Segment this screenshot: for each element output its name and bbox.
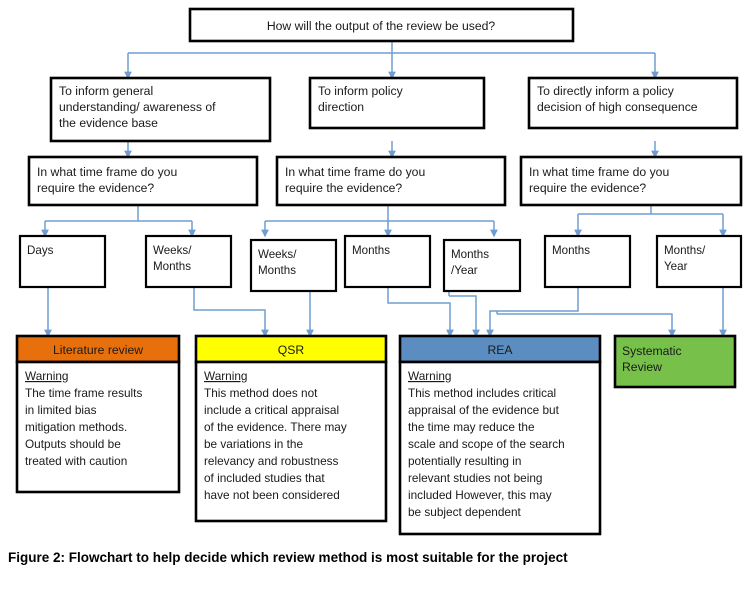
connector-purpose-to-timeframe	[124, 141, 659, 159]
connector-timeframe2-split	[261, 205, 498, 238]
connector-months2-to-rea	[387, 287, 454, 338]
literature-review-line-1: in limited bias	[25, 403, 97, 417]
rea-line-6: included However, this may	[408, 488, 552, 502]
qsr-line-4: relevancy and robustness	[204, 454, 339, 468]
qsr-header-fill	[194, 334, 388, 364]
systematic-review-title-line1: Systematic	[622, 344, 682, 358]
rea-warning-label: Warning	[408, 369, 452, 383]
literature-review-line-2: mitigation methods.	[25, 420, 127, 434]
timeframe1-line2: require the evidence?	[37, 181, 154, 195]
qsr-title: QSR	[278, 343, 305, 357]
literature-review-header-fill	[15, 334, 181, 364]
purpose1-line2: understanding/ awareness of	[59, 100, 216, 114]
node-root-question[interactable]: How will the output of the review be use…	[188, 7, 575, 43]
opt4-line1: Months	[352, 244, 390, 257]
rea-line-3: scale and scope of the search	[408, 437, 565, 451]
purpose2-line2: direction	[318, 100, 364, 114]
timeframe3-line2: require the evidence?	[529, 181, 646, 195]
qsr-warning-label: Warning	[204, 369, 248, 383]
opt7-line2: Year	[664, 260, 688, 273]
rea-title: REA	[487, 343, 513, 357]
purpose1-line1: To inform general	[59, 84, 153, 98]
connector-monthsyear2-to-rea	[448, 287, 480, 338]
opt7-line1: Months/	[664, 244, 706, 257]
connector-months3-to-rea	[486, 287, 579, 338]
qsr-line-2: of the evidence. There may	[204, 420, 347, 434]
opt2-line1: Weeks/	[153, 244, 192, 257]
purpose1-line3: the evidence base	[59, 116, 158, 130]
purpose3-line1: To directly inform a policy	[537, 84, 675, 98]
node-purpose-general-understanding[interactable]: To inform general understanding/ awarene…	[49, 76, 272, 143]
timeframe2-line1: In what time frame do you	[285, 165, 425, 179]
opt3-line1: Weeks/	[258, 248, 297, 261]
node-option-months-2[interactable]: Months	[343, 234, 432, 289]
timeframe2-line2: require the evidence?	[285, 181, 402, 195]
qsr-line-5: of included studies that	[204, 471, 325, 485]
connector-timeframe3-split	[574, 205, 727, 238]
figure-caption: Figure 2: Flowchart to help decide which…	[8, 550, 568, 565]
literature-review-line-0: The time frame results	[25, 386, 142, 400]
rea-header-fill	[398, 334, 602, 364]
node-option-months-year-3[interactable]: Months/ Year	[655, 234, 743, 289]
literature-review-title: Literature review	[53, 343, 143, 357]
connector-monthsyear3-to-systematic	[496, 287, 727, 338]
node-timeframe-question-1[interactable]: In what time frame do you require the ev…	[27, 155, 259, 207]
opt1-line1: Days	[27, 244, 54, 257]
node-timeframe-question-3[interactable]: In what time frame do you require the ev…	[519, 155, 743, 207]
node-option-weeks-months-1[interactable]: Weeks/ Months	[144, 234, 233, 289]
rea-line-0: This method includes critical	[408, 386, 556, 400]
timeframe3-line1: In what time frame do you	[529, 165, 669, 179]
node-purpose-policy-direction[interactable]: To inform policy direction	[308, 76, 486, 130]
qsr-line-3: be variations in the	[204, 437, 303, 451]
node-purpose-high-consequence[interactable]: To directly inform a policy decision of …	[527, 76, 739, 130]
connector-timeframe1-split	[41, 205, 196, 238]
literature-review-warning-label: Warning	[25, 369, 69, 383]
node-option-months-3[interactable]: Months	[543, 234, 632, 289]
rea-line-7: be subject dependent	[408, 505, 522, 519]
node-option-days[interactable]: Days	[18, 234, 107, 289]
opt5-line2: /Year	[451, 264, 478, 277]
node-outcome-systematic-review[interactable]: Systematic Review	[613, 334, 737, 389]
qsr-line-0: This method does not	[204, 386, 318, 400]
connector-weeksmonths1-to-qsr	[193, 287, 269, 338]
node-outcome-literature-review[interactable]: Literature review Warning The time frame…	[15, 334, 181, 494]
opt2-line2: Months	[153, 260, 191, 273]
node-timeframe-question-2[interactable]: In what time frame do you require the ev…	[275, 155, 507, 207]
systematic-review-title-line2: Review	[622, 360, 662, 374]
timeframe1-line1: In what time frame do you	[37, 165, 177, 179]
node-option-weeks-months-2[interactable]: Weeks/ Months	[249, 238, 338, 293]
connector-root-bus	[124, 41, 659, 80]
root-question-label: How will the output of the review be use…	[267, 19, 496, 33]
opt5-line1: Months	[451, 248, 489, 261]
node-option-months-year-2[interactable]: Months /Year	[442, 238, 522, 293]
node-outcome-qsr[interactable]: QSR Warning This method does not include…	[194, 334, 388, 523]
systematic-review-fill	[613, 334, 737, 389]
literature-review-line-4: treated with caution	[25, 454, 127, 468]
rea-line-2: the time may reduce the	[408, 420, 535, 434]
qsr-line-1: include a critical appraisal	[204, 403, 339, 417]
rea-line-4: potentially resulting in	[408, 454, 521, 468]
literature-review-line-3: Outputs should be	[25, 437, 121, 451]
opt3-line2: Months	[258, 264, 296, 277]
qsr-line-6: have not been considered	[204, 488, 340, 502]
rea-line-5: relevant studies not being	[408, 471, 542, 485]
purpose2-line1: To inform policy	[318, 84, 404, 98]
opt6-line1: Months	[552, 244, 590, 257]
node-outcome-rea[interactable]: REA Warning This method includes critica…	[398, 334, 602, 536]
purpose3-line2: decision of high consequence	[537, 100, 698, 114]
rea-line-1: appraisal of the evidence but	[408, 403, 560, 417]
